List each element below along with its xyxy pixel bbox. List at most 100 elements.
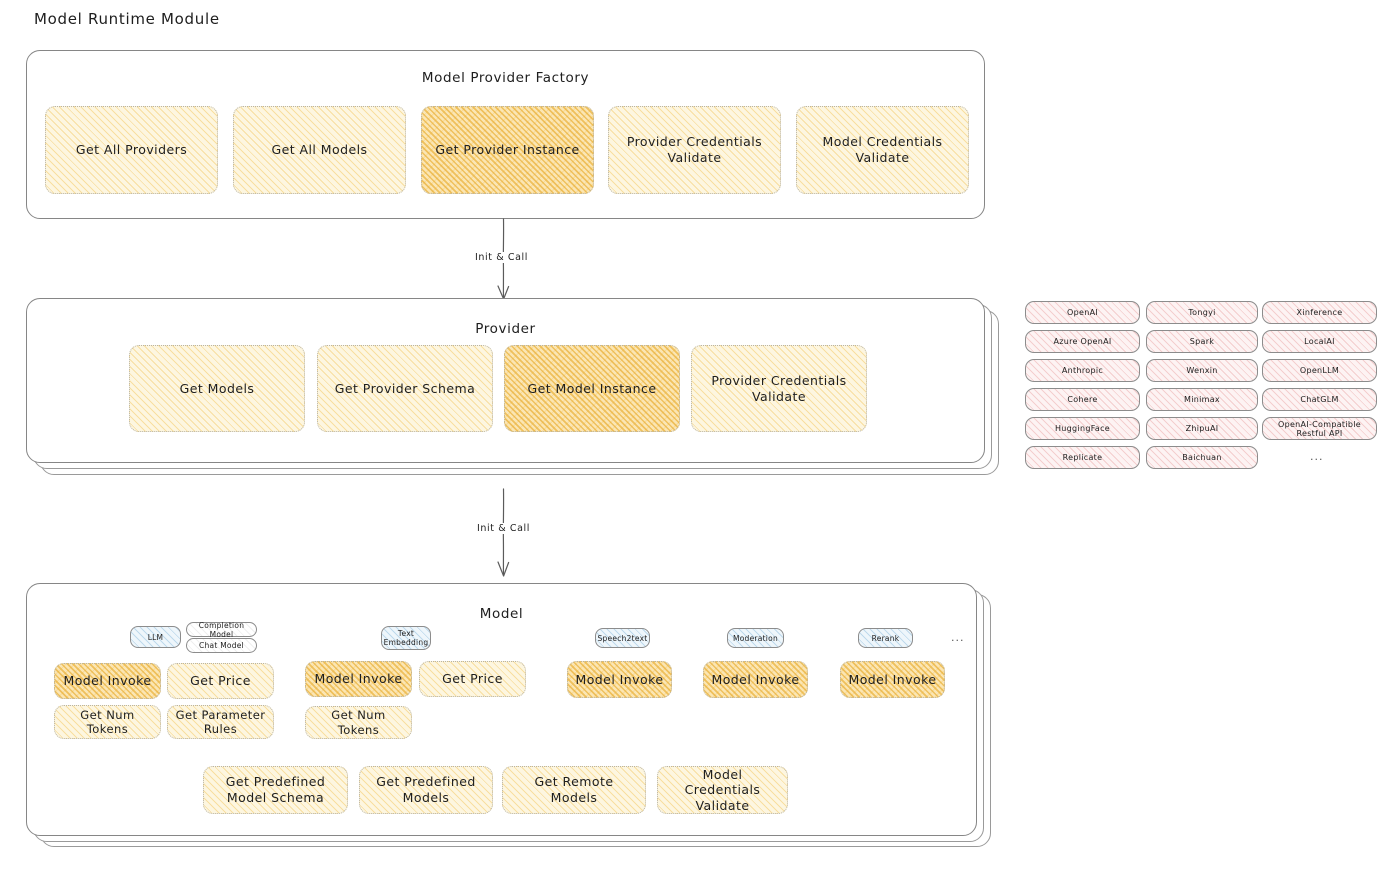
model-type-tag-text-embedding[interactable]: Text Embedding: [381, 626, 431, 650]
chip-label: Get All Providers: [75, 142, 188, 158]
chip-label: Provider Credentials Validate: [711, 372, 847, 404]
pill-label: LocalAI: [1304, 337, 1335, 346]
speech2text-method-model-invoke[interactable]: Model Invoke: [567, 661, 672, 698]
provider-pill-openai[interactable]: OpenAI: [1025, 301, 1140, 324]
factory-chip-get-all-models[interactable]: Get All Models: [233, 106, 406, 194]
chip-label: Model Credentials Validate: [684, 766, 761, 813]
provider-list-more-ellipsis: ...: [1310, 450, 1324, 463]
model-provider-factory-title: Model Provider Factory: [421, 70, 590, 86]
chip-label: Model Credentials Validate: [822, 134, 943, 165]
model-common-method-get-remote-models[interactable]: Get Remote Models: [502, 766, 646, 814]
model-type-tag-rerank[interactable]: Rerank: [858, 628, 913, 648]
model-common-method-model-credentials-validate[interactable]: Model Credentials Validate: [657, 766, 788, 814]
pill-label: OpenLLM: [1299, 366, 1340, 375]
pill-label: Spark: [1189, 337, 1215, 346]
provider-pill-huggingface[interactable]: HuggingFace: [1025, 417, 1140, 440]
provider-pill-anthropic[interactable]: Anthropic: [1025, 359, 1140, 382]
model-type-tag-llm[interactable]: LLM: [130, 626, 181, 648]
pill-label: Replicate: [1062, 453, 1103, 462]
provider-pill-openai-compatible-restful-api[interactable]: OpenAI-Compatible Restful API: [1262, 417, 1377, 440]
provider-chip-get-provider-schema[interactable]: Get Provider Schema: [317, 345, 493, 432]
provider-pill-azure-openai[interactable]: Azure OpenAI: [1025, 330, 1140, 353]
chip-label: Model Invoke: [63, 673, 152, 689]
tag-label: Text Embedding: [383, 629, 429, 647]
provider-pill-spark[interactable]: Spark: [1146, 330, 1258, 353]
chip-label: Get Remote Models: [534, 774, 614, 805]
chip-label: Model Invoke: [575, 671, 664, 687]
chip-label: Get Predefined Models: [376, 774, 476, 805]
model-subtag-chat-model[interactable]: Chat Model: [186, 638, 257, 653]
pill-label: Anthropic: [1061, 366, 1104, 375]
llm-method-model-invoke[interactable]: Model Invoke: [54, 663, 161, 699]
provider-chip-get-model-instance[interactable]: Get Model Instance: [504, 345, 680, 432]
page-title: Model Runtime Module: [34, 10, 220, 28]
provider-pill-minimax[interactable]: Minimax: [1146, 388, 1258, 411]
chip-label: Get Predefined Model Schema: [225, 774, 326, 805]
text-embedding-method-get-price[interactable]: Get Price: [419, 661, 526, 697]
text-embedding-method-get-num-tokens[interactable]: Get Num Tokens: [305, 706, 412, 739]
pill-label: Xinference: [1296, 308, 1343, 317]
factory-chip-get-all-providers[interactable]: Get All Providers: [45, 106, 218, 194]
arrow-provider-to-model: [497, 488, 510, 577]
model-common-method-get-predefined-models[interactable]: Get Predefined Models: [359, 766, 493, 814]
chip-label: Get Models: [179, 380, 255, 396]
model-common-method-get-predefined-model-schema[interactable]: Get Predefined Model Schema: [203, 766, 348, 814]
llm-method-get-price[interactable]: Get Price: [167, 663, 274, 699]
arrow-label-init-and-call-1: Init & Call: [472, 252, 531, 263]
pill-label: HuggingFace: [1054, 424, 1110, 433]
pill-label: Azure OpenAI: [1053, 337, 1112, 346]
pill-label: Baichuan: [1182, 453, 1222, 462]
chip-label: Provider Credentials Validate: [626, 134, 763, 165]
provider-chip-get-models[interactable]: Get Models: [129, 345, 305, 432]
model-type-tag-speech2text[interactable]: Speech2text: [595, 628, 650, 648]
chip-label: Get Num Tokens: [331, 708, 386, 737]
chip-label: Get Parameter Rules: [175, 707, 266, 736]
provider-title: Provider: [475, 321, 536, 337]
llm-method-get-num-tokens[interactable]: Get Num Tokens: [54, 705, 161, 739]
pill-label: Tongyi: [1188, 308, 1216, 317]
pill-label: Wenxin: [1186, 366, 1218, 375]
provider-chip-provider-credentials-validate[interactable]: Provider Credentials Validate: [691, 345, 867, 432]
text-embedding-method-model-invoke[interactable]: Model Invoke: [305, 661, 412, 697]
chip-label: Model Invoke: [848, 671, 937, 687]
chip-label: Model Invoke: [711, 671, 800, 687]
provider-pill-cohere[interactable]: Cohere: [1025, 388, 1140, 411]
pill-label: OpenAI-Compatible Restful API: [1277, 419, 1362, 438]
provider-pill-wenxin[interactable]: Wenxin: [1146, 359, 1258, 382]
chip-label: Get Model Instance: [527, 380, 657, 396]
pill-label: OpenAI: [1067, 308, 1098, 317]
provider-pill-chatglm[interactable]: ChatGLM: [1262, 388, 1377, 411]
pill-label: ZhipuAI: [1185, 424, 1219, 433]
pill-label: ChatGLM: [1300, 395, 1339, 404]
chip-label: Get Price: [190, 673, 251, 689]
chip-label: Get Num Tokens: [80, 707, 135, 736]
chip-label: Get Price: [442, 671, 503, 687]
model-subtag-completion-model[interactable]: Completion Model: [186, 620, 257, 639]
chip-label: Model Invoke: [314, 671, 403, 687]
factory-chip-model-credentials-validate[interactable]: Model Credentials Validate: [796, 106, 969, 194]
tag-label: Completion Model: [198, 620, 245, 639]
provider-pill-tongyi[interactable]: Tongyi: [1146, 301, 1258, 324]
pill-label: Cohere: [1067, 395, 1098, 404]
model-type-tag-moderation[interactable]: Moderation: [727, 628, 784, 648]
tag-label: Rerank: [871, 633, 900, 643]
factory-chip-get-provider-instance[interactable]: Get Provider Instance: [421, 106, 594, 194]
tag-label: Chat Model: [199, 641, 244, 650]
provider-pill-baichuan[interactable]: Baichuan: [1146, 446, 1258, 469]
provider-pill-replicate[interactable]: Replicate: [1025, 446, 1140, 469]
model-types-more-ellipsis: ...: [951, 631, 965, 644]
chip-label: Get Provider Schema: [334, 380, 476, 396]
factory-chip-provider-credentials-validate[interactable]: Provider Credentials Validate: [608, 106, 781, 194]
tag-label: LLM: [147, 632, 164, 642]
moderation-method-model-invoke[interactable]: Model Invoke: [703, 661, 808, 698]
chip-label: Get All Models: [271, 142, 368, 158]
llm-method-get-parameter-rules[interactable]: Get Parameter Rules: [167, 705, 274, 739]
provider-pill-zhipuai[interactable]: ZhipuAI: [1146, 417, 1258, 440]
chip-label: Get Provider Instance: [435, 142, 580, 158]
provider-pill-localai[interactable]: LocalAI: [1262, 330, 1377, 353]
model-title: Model: [479, 606, 524, 622]
rerank-method-model-invoke[interactable]: Model Invoke: [840, 661, 945, 698]
provider-pill-xinference[interactable]: Xinference: [1262, 301, 1377, 324]
provider-pill-openllm[interactable]: OpenLLM: [1262, 359, 1377, 382]
arrow-label-init-and-call-2: Init & Call: [474, 523, 533, 534]
